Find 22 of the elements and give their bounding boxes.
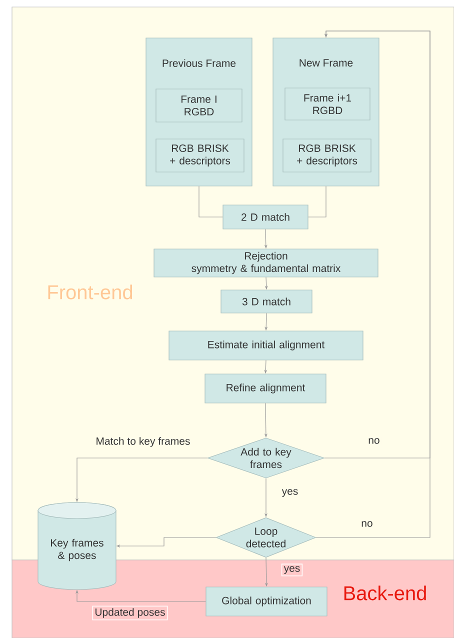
edge-label: Updated poses <box>92 606 168 620</box>
edge-label: Match to key frames <box>94 435 192 449</box>
edge-label: yes <box>281 564 303 576</box>
process-box: RGB BRISK + descriptors <box>282 138 372 172</box>
arrow <box>316 30 430 538</box>
section-label: Back-end <box>344 586 426 600</box>
edge-label: no <box>359 519 375 529</box>
connector-line <box>308 186 326 218</box>
section-label: Front-end <box>48 284 132 300</box>
process-box: Global optimization <box>206 586 328 616</box>
process-box: 3 D match <box>220 290 312 314</box>
process-box: Frame I RGBD <box>156 88 242 122</box>
edge-label: no <box>366 436 382 446</box>
process-box: Frame i+1 RGBD <box>284 88 370 120</box>
process-box: 2 D match <box>222 204 308 230</box>
process-box: RGB BRISK + descriptors <box>156 138 244 172</box>
connector-line <box>198 186 223 218</box>
process-box: Estimate initial alignment <box>168 330 364 360</box>
edge-label: yes <box>280 487 300 499</box>
database-cylinder: Key frames & poses <box>38 502 116 590</box>
process-box: Rejection symmetry & fundamental matrix <box>154 248 378 278</box>
process-box: Refine alignment <box>204 374 326 404</box>
